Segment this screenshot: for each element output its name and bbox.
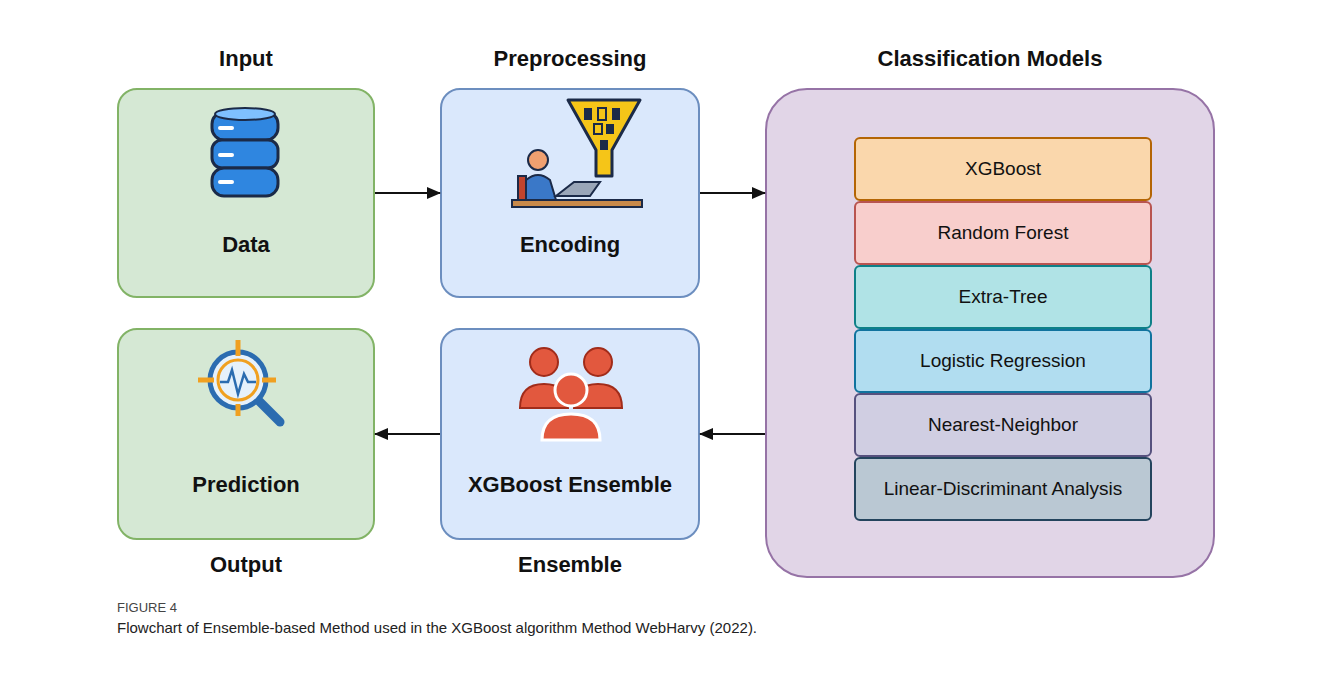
icon-shape (518, 176, 526, 202)
icon-shape (198, 378, 214, 383)
icon-shape (584, 348, 612, 376)
icon-shape (530, 348, 558, 376)
model-box: Logistic Regression (854, 329, 1152, 393)
model-box: Extra-Tree (854, 265, 1152, 329)
icon-shape (606, 124, 614, 134)
box-label: XGBoost Ensemble (446, 472, 694, 498)
figure-caption: Flowchart of Ensemble-based Method used … (117, 619, 1237, 636)
flow-arrow (700, 433, 765, 435)
icon-shape (212, 168, 278, 196)
icon-shape (212, 140, 278, 168)
people-icon (520, 348, 622, 440)
icon-shape (612, 108, 620, 120)
flow-arrow (375, 192, 440, 194)
model-label: Linear-Discriminant Analysis (884, 478, 1123, 500)
figure-number: FIGURE 4 (117, 600, 1237, 615)
stage-heading: Classification Models (727, 46, 1253, 72)
icon-shape (584, 108, 592, 120)
magnifier-icon (198, 340, 280, 422)
encoding-icon (512, 100, 642, 207)
model-label: Nearest-Neighbor (928, 414, 1078, 436)
icon-shape (236, 340, 241, 356)
model-group-box: Classification ModelsXGBoostRandom Fores… (765, 88, 1215, 578)
icon-shape (220, 370, 256, 394)
box-label: Encoding (446, 232, 694, 258)
icon-shape (258, 400, 280, 422)
box-label: Data (123, 232, 369, 258)
stage-heading: Ensemble (402, 552, 738, 578)
stage-heading: Preprocessing (402, 46, 738, 72)
icon-shape (220, 126, 232, 130)
icon-shape (262, 378, 276, 383)
model-box: XGBoost (854, 137, 1152, 201)
icon-shape (512, 200, 642, 207)
model-label: XGBoost (965, 158, 1041, 180)
icon-shape (555, 374, 587, 406)
model-box: Nearest-Neighbor (854, 393, 1152, 457)
model-label: Logistic Regression (920, 350, 1086, 372)
icon-shape (524, 175, 556, 200)
icon-shape (215, 108, 275, 120)
icon-shape (542, 414, 600, 440)
icon-shape (220, 180, 232, 184)
icon-shape (568, 100, 640, 176)
stage-heading: Input (79, 46, 413, 72)
model-label: Random Forest (938, 222, 1069, 244)
icon-shape (598, 108, 606, 120)
icon-shape (218, 360, 258, 400)
model-box: Random Forest (854, 201, 1152, 265)
caption-area: FIGURE 4 Flowchart of Ensemble-based Meth… (117, 600, 1237, 636)
icon-shape (220, 153, 232, 157)
database-icon (212, 108, 278, 196)
model-label: Extra-Tree (958, 286, 1047, 308)
flow-arrow (700, 192, 765, 194)
icon-shape (594, 124, 602, 134)
icon-shape (600, 140, 608, 150)
icon-shape (528, 150, 548, 170)
stage-heading: Output (79, 552, 413, 578)
box-label: Prediction (123, 472, 369, 498)
icon-shape (556, 182, 600, 196)
icon-shape (236, 404, 241, 416)
flow-arrow (375, 433, 440, 435)
model-box: Linear-Discriminant Analysis (854, 457, 1152, 521)
icon-shape (210, 352, 266, 408)
